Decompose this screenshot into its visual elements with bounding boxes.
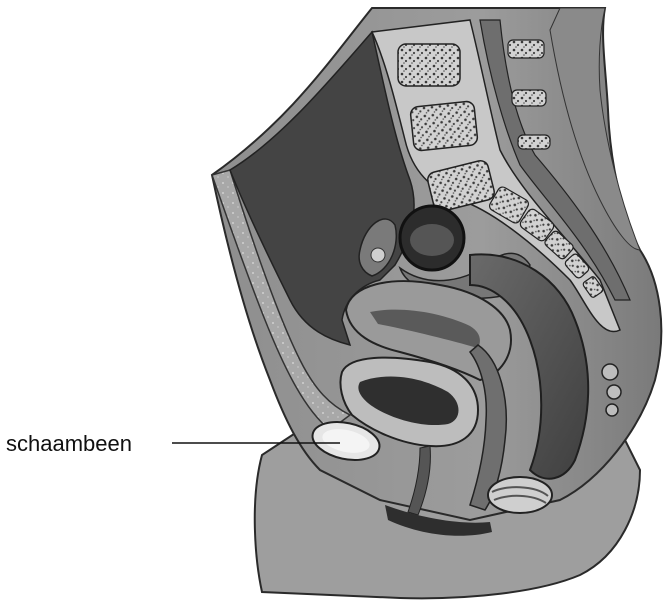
anal-sphincter (488, 477, 552, 513)
label-pubic-bone: schaambeen (6, 431, 132, 457)
